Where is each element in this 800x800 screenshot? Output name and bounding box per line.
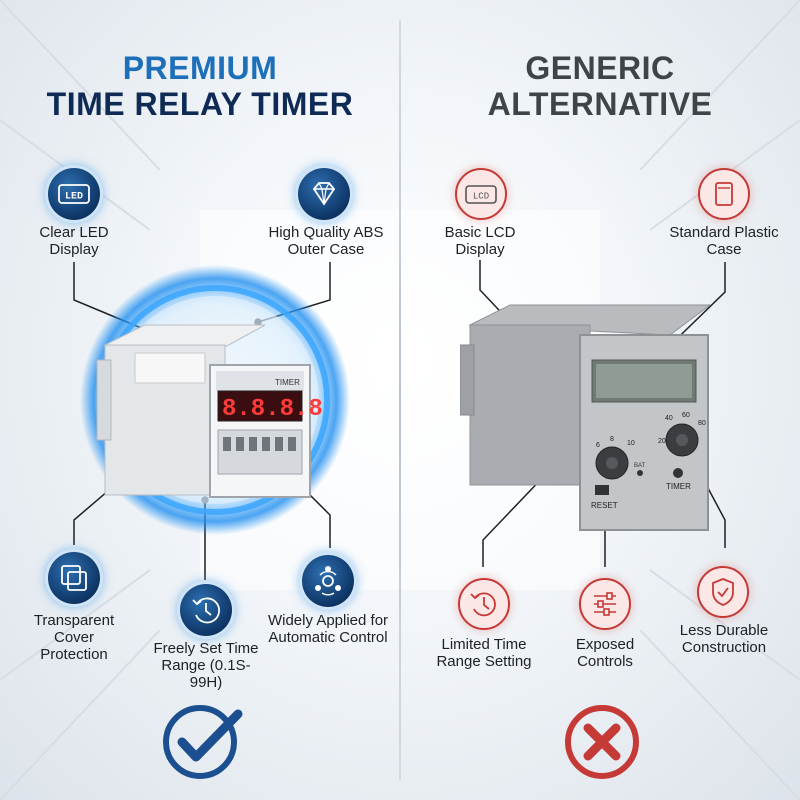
dial-left-tick-3: 10 bbox=[627, 440, 635, 447]
feature-plastic-case: Standard Plastic Case bbox=[669, 224, 779, 258]
feature-time-range: Freely Set Time Range (0.1S-99H) bbox=[153, 640, 259, 691]
reset-label: RESET bbox=[591, 501, 618, 510]
generic-title-line2: ALTERNATIVE bbox=[487, 86, 713, 122]
clock-icon bbox=[180, 584, 232, 636]
premium-heading: PREMIUM TIME RELAY TIMER bbox=[0, 50, 400, 122]
premium-title-line2: TIME RELAY TIMER bbox=[46, 86, 354, 122]
led-icon-text: LED bbox=[65, 192, 83, 203]
device-timer-label: TIMER bbox=[666, 482, 691, 491]
feature-less-durable: Less Durable Construction bbox=[679, 622, 769, 656]
dial-right-tick-3: 20 bbox=[658, 438, 666, 445]
check-mark-icon bbox=[163, 705, 243, 779]
panel-timer-label: TIMER bbox=[275, 378, 300, 387]
feature-exposed-controls: Exposed Controls bbox=[575, 636, 635, 670]
generic-heading: GENERIC ALTERNATIVE bbox=[400, 50, 800, 122]
premium-title-line1: PREMIUM bbox=[122, 50, 278, 86]
dial-left-tick-2: 8 bbox=[610, 436, 614, 443]
lcd-icon-text: LCD bbox=[473, 192, 489, 202]
automation-icon bbox=[302, 555, 354, 607]
feature-basic-lcd: Basic LCD Display bbox=[444, 224, 516, 258]
diamond-icon bbox=[298, 168, 350, 220]
bat-label: BAT bbox=[634, 463, 646, 469]
premium-timer-device: TIMER 8.8.8.8 bbox=[80, 265, 350, 535]
feature-transparent-cover: Transparent Cover Protection bbox=[33, 612, 115, 663]
dial-right-tick-2: 60 bbox=[682, 412, 690, 419]
shield-check-icon bbox=[697, 566, 749, 618]
center-divider bbox=[399, 20, 401, 780]
sliders-icon bbox=[579, 578, 631, 630]
led-icon: LED bbox=[48, 168, 100, 220]
feature-widely-applied: Widely Applied for Automatic Control bbox=[267, 612, 389, 646]
generic-timer-device: 6 8 10 40 60 20 80 BAT TIMER RESET bbox=[460, 304, 712, 531]
plastic-case-icon bbox=[698, 168, 750, 220]
dial-right-tick-1: 40 bbox=[665, 415, 673, 422]
led-digits: 8.8.8.8 bbox=[222, 396, 323, 423]
feature-clear-led: Clear LED Display bbox=[39, 224, 109, 258]
time-history-icon bbox=[458, 578, 510, 630]
dial-left-tick-1: 6 bbox=[596, 442, 600, 449]
dial-right-tick-4: 80 bbox=[698, 420, 706, 427]
lcd-icon: LCD bbox=[455, 168, 507, 220]
feature-abs-case: High Quality ABS Outer Case bbox=[268, 224, 384, 258]
feature-limited-time: Limited Time Range Setting bbox=[436, 636, 532, 670]
x-mark-icon bbox=[565, 705, 639, 779]
generic-title-line1: GENERIC bbox=[525, 50, 675, 86]
layers-icon bbox=[48, 552, 100, 604]
